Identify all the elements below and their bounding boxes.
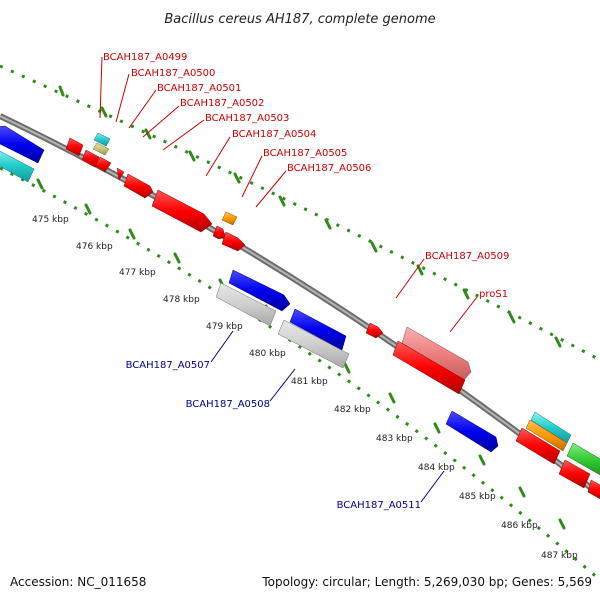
genome-summary-text: Topology: circular; Length: 5,269,030 bp… — [261, 575, 592, 589]
gene-feature-green[interactable] — [566, 442, 600, 476]
reverse-gene-labels: BCAH187_A0507 BCAH187_A0508 BCAH187_A051… — [126, 360, 421, 511]
gene-feature-red[interactable] — [212, 225, 226, 240]
gene-feature-red[interactable] — [116, 167, 125, 181]
gene-feature-blue[interactable] — [0, 125, 45, 164]
gene-feature-cyan[interactable] — [93, 132, 111, 147]
gene-feature-red[interactable] — [515, 427, 561, 465]
gene-label: BCAH187_A0507 — [126, 360, 210, 371]
gene-feature-red[interactable] — [392, 340, 466, 395]
outer-ring-major-ticks — [58, 85, 562, 348]
gene-label: BCAH187_A0502 — [180, 98, 264, 109]
gene-feature-cyan[interactable] — [0, 149, 35, 183]
kbp-tick-label: 482 kbp — [334, 405, 371, 415]
kbp-tick-label: 479 kbp — [206, 322, 243, 332]
kbp-tick-label: 481 kbp — [291, 377, 328, 387]
gene-label: BCAH187_A0505 — [263, 148, 347, 159]
gene-feature-orange[interactable] — [525, 419, 568, 452]
kbp-tick-label: 484 kbp — [418, 463, 455, 473]
gene-label: BCAH187_A0503 — [205, 113, 289, 124]
kbp-tick-label: 477 kbp — [119, 268, 156, 278]
gene-feature-blue[interactable] — [228, 269, 291, 312]
gene-label: BCAH187_A0506 — [287, 163, 371, 174]
gene-label: BCAH187_A0504 — [232, 129, 316, 140]
gene-feature-blue[interactable] — [445, 410, 499, 453]
kbp-tick-label: 476 kbp — [76, 242, 113, 252]
gene-feature-red[interactable] — [558, 459, 591, 489]
kbp-tick-label: 478 kbp — [163, 295, 200, 305]
gene-label: BCAH187_A0509 — [425, 251, 509, 262]
gene-label: BCAH187_A0501 — [157, 83, 241, 94]
inner-dotted-ring — [0, 166, 600, 582]
gene-feature-blue[interactable] — [289, 308, 347, 351]
gene-feature-red[interactable] — [151, 189, 213, 233]
gene-feature-red[interactable] — [123, 173, 154, 199]
gene-features — [0, 125, 600, 500]
gene-feature-red[interactable] — [65, 137, 84, 157]
kbp-tick-label: 485 kbp — [459, 492, 496, 502]
kbp-tick-label: 480 kbp — [249, 349, 286, 359]
kbp-tick-labels: 475 kbp 476 kbp 477 kbp 478 kbp 479 kbp … — [32, 215, 578, 561]
gene-feature-gray[interactable] — [215, 282, 277, 327]
kbp-tick-label: 486 kbp — [501, 521, 538, 531]
forward-gene-labels: BCAH187_A0499 BCAH187_A0500 BCAH187_A050… — [103, 52, 509, 300]
gene-feature-orange[interactable] — [221, 211, 238, 226]
gene-feature-red[interactable] — [587, 479, 600, 500]
kbp-tick-label: 483 kbp — [376, 434, 413, 444]
gene-feature-gray[interactable] — [277, 319, 350, 369]
reverse-callouts — [210, 330, 445, 503]
gene-feature-red[interactable] — [221, 231, 246, 252]
map-title: Bacillus cereus AH187, complete genome — [164, 12, 435, 27]
kbp-tick-label: 475 kbp — [32, 215, 69, 225]
gene-label: BCAH187_A0508 — [186, 399, 270, 410]
gene-label: BCAH187_A0499 — [103, 52, 187, 63]
forward-callouts — [99, 56, 478, 333]
gene-feature-pink[interactable] — [401, 326, 472, 381]
gene-feature-red[interactable] — [94, 156, 112, 173]
kbp-tick-label: 487 kbp — [541, 551, 578, 561]
gene-feature-red[interactable] — [365, 322, 384, 339]
gene-feature-red[interactable] — [81, 149, 100, 168]
gene-label: BCAH187_A0500 — [131, 68, 215, 79]
accession-text: Accession: NC_011658 — [10, 575, 146, 589]
gene-label: BCAH187_A0511 — [337, 500, 421, 511]
gene-label: proS1 — [479, 289, 508, 300]
gene-feature-tan[interactable] — [92, 142, 110, 156]
